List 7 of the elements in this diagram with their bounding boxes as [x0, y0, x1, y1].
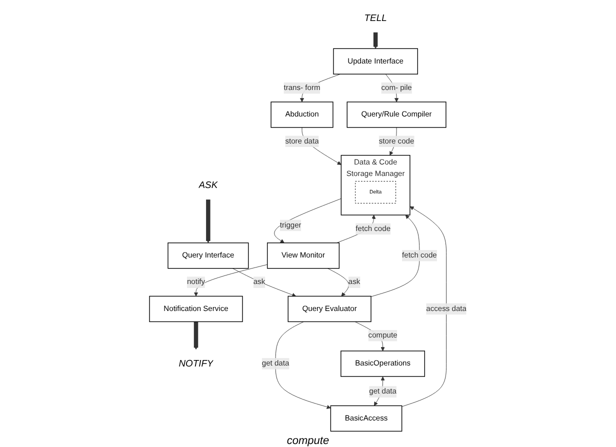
node-text: ASK	[198, 180, 218, 190]
node-text: NOTIFY	[178, 358, 214, 369]
arrow	[206, 199, 210, 244]
arrow	[373, 31, 378, 49]
arrow	[194, 322, 198, 350]
note-text: compute	[286, 435, 330, 447]
node-text: TELL	[364, 12, 387, 24]
